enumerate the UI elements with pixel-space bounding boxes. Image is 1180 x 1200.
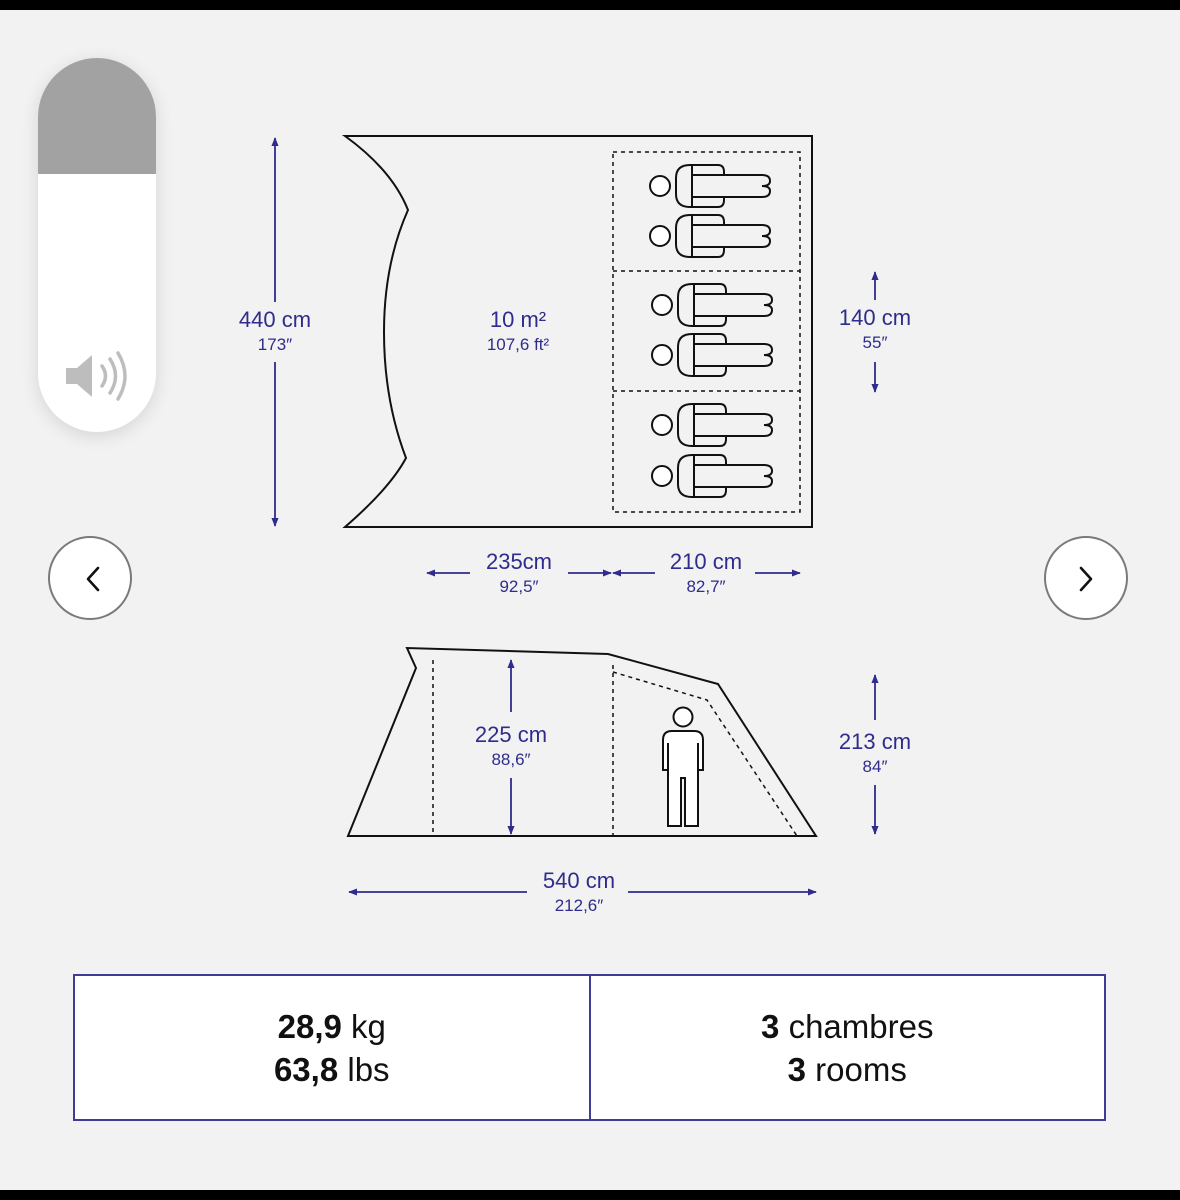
weight-lbs: 63,8 lbs — [273, 1050, 390, 1088]
previous-image-button[interactable] — [48, 536, 132, 620]
length-imperial: 173″ — [258, 335, 292, 354]
weight-cell: 28,9 kg 63,8 lbs — [75, 976, 589, 1119]
person-icon — [662, 706, 704, 827]
speaker-volume-icon — [66, 351, 127, 401]
total-length-metric: 540 cm — [543, 868, 615, 893]
room-width-metric: 140 cm — [839, 305, 911, 330]
volume-hud[interactable] — [38, 58, 156, 432]
max-height-metric: 225 cm — [475, 722, 547, 747]
bedrooms — [612, 151, 801, 513]
length-metric: 440 cm — [239, 307, 311, 332]
rooms-french: 3 chambres — [761, 1007, 934, 1045]
max-height-imperial: 88,6″ — [491, 750, 530, 769]
bedroom-length-imperial: 82,7″ — [686, 577, 725, 596]
chevron-left-icon — [86, 566, 100, 592]
room-width-imperial: 55″ — [863, 333, 888, 352]
volume-level-fill — [38, 58, 156, 174]
side-view-inner-walls — [432, 660, 798, 837]
bedroom-height-imperial: 84″ — [863, 757, 888, 776]
bedroom-length-metric: 210 cm — [670, 549, 742, 574]
area-metric: 10 m² — [490, 307, 546, 332]
total-length-imperial: 212,6″ — [555, 896, 604, 915]
side-view-outline — [346, 646, 818, 837]
rooms-cell: 3 chambres 3 rooms — [588, 976, 1105, 1119]
spec-table: 28,9 kg 63,8 lbs 3 chambres 3 rooms — [73, 974, 1106, 1121]
chevron-right-icon — [1079, 566, 1093, 592]
next-image-button[interactable] — [1044, 536, 1128, 620]
weight-kg: 28,9 kg — [277, 1007, 386, 1045]
bedroom-height-metric: 213 cm — [839, 729, 911, 754]
rooms-english: 3 rooms — [787, 1050, 907, 1088]
living-length-metric: 235cm — [486, 549, 552, 574]
living-length-imperial: 92,5″ — [499, 577, 538, 596]
area-imperial: 107,6 ft² — [487, 335, 550, 354]
floor-plan-outline — [341, 135, 813, 528]
